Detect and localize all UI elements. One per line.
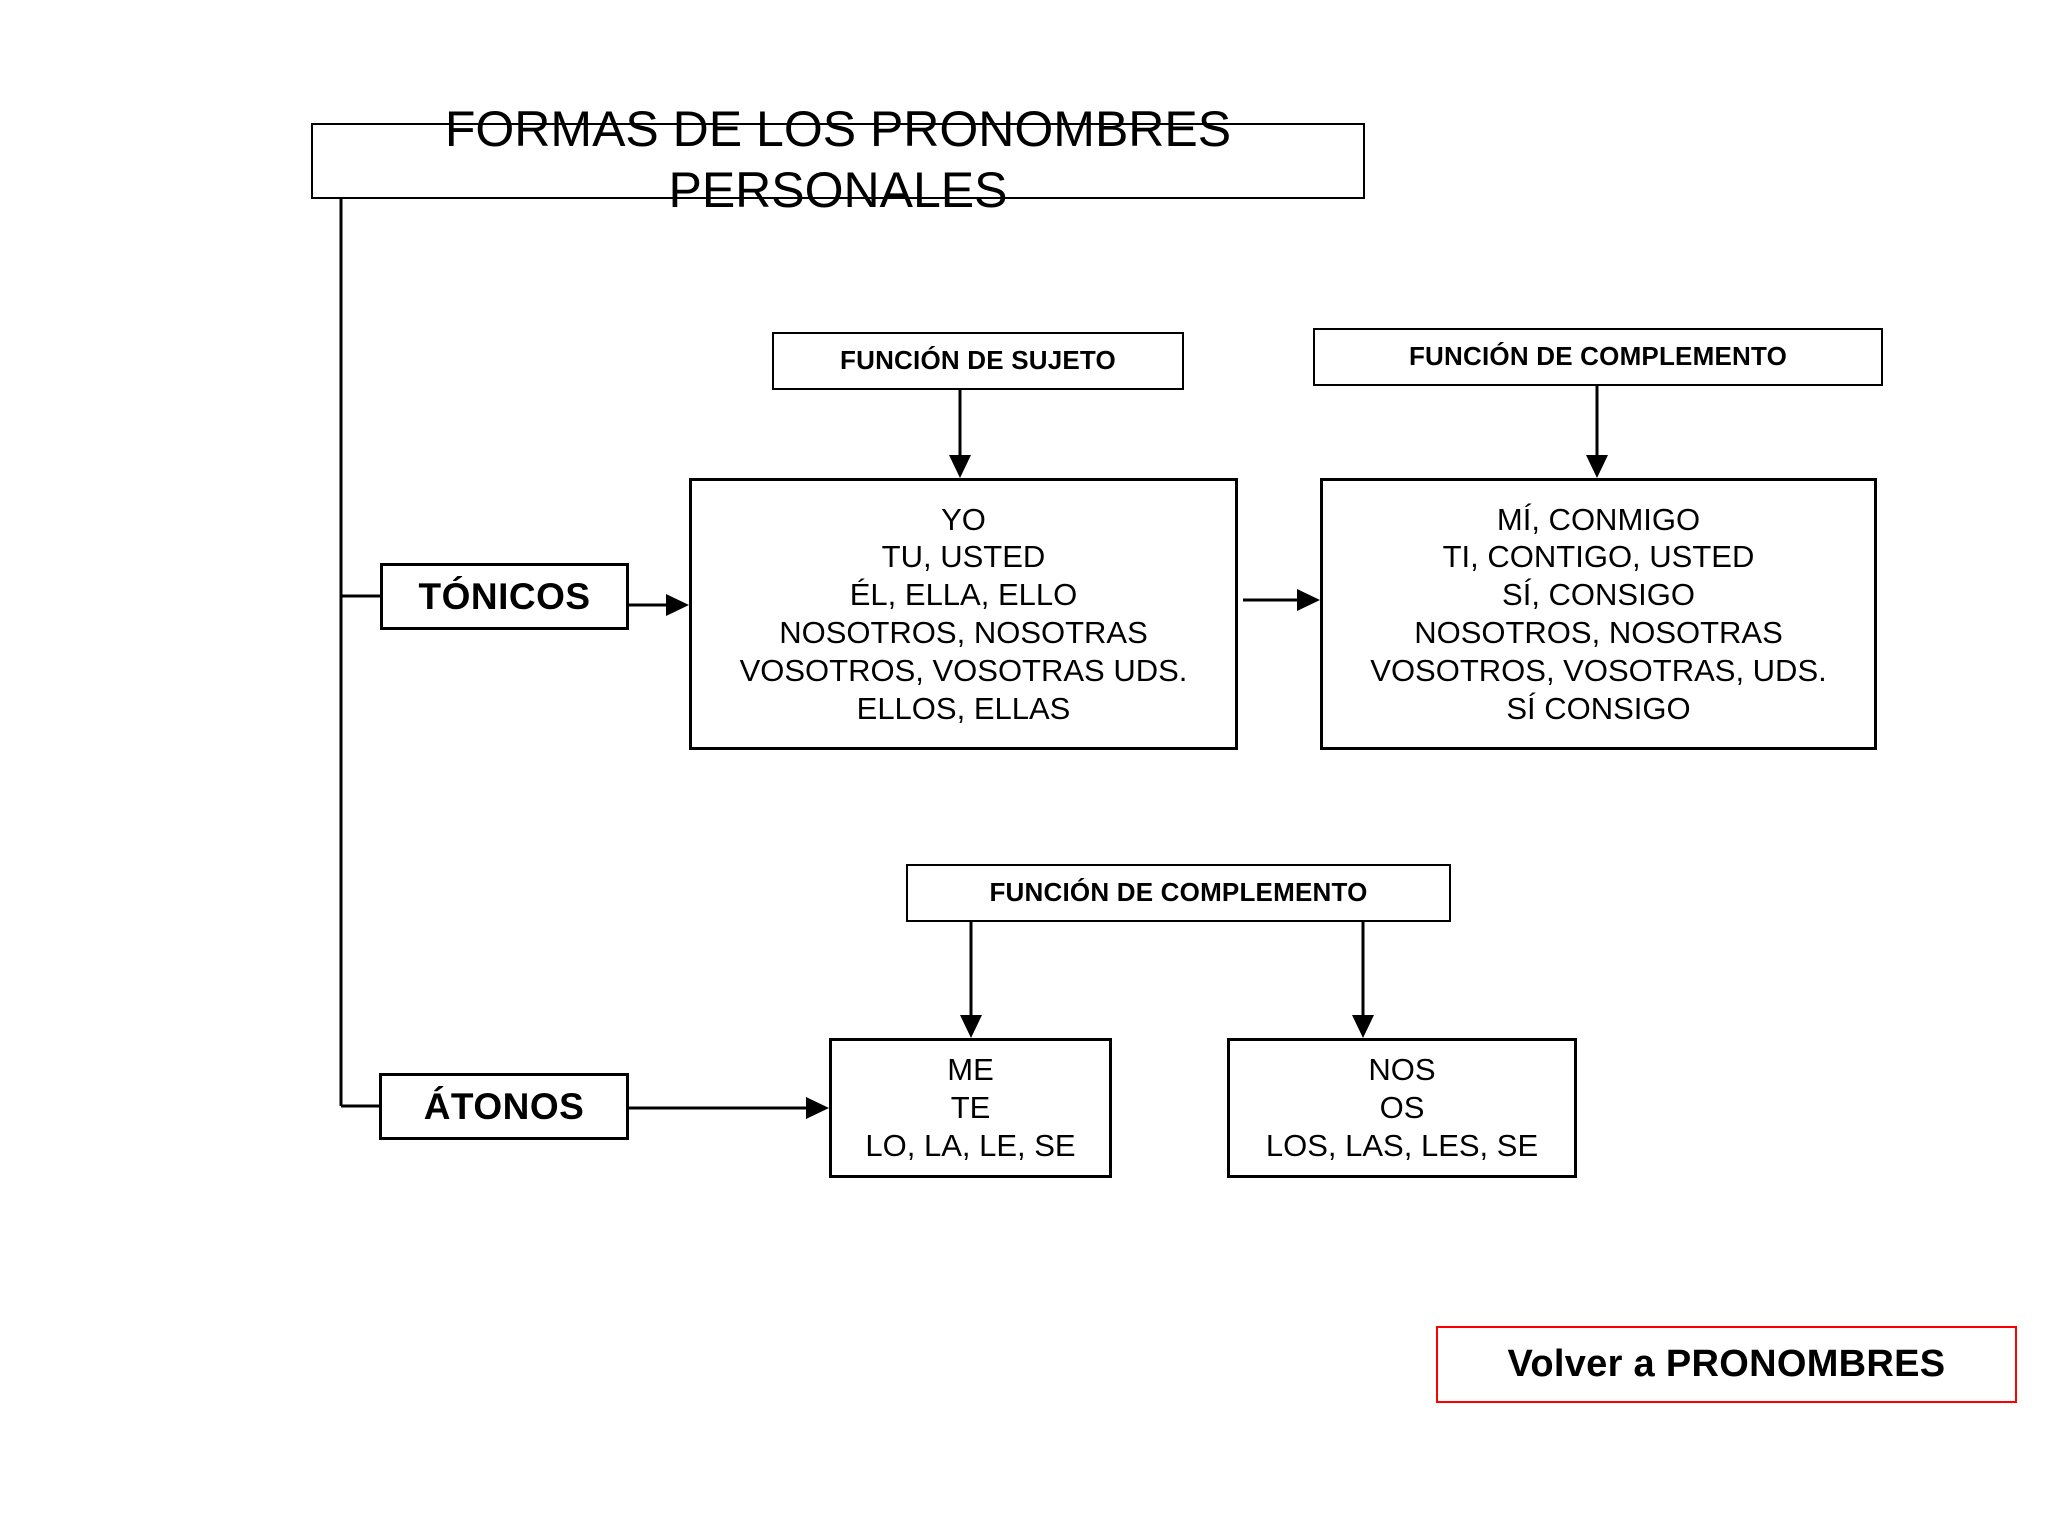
arrow-hdr-complemento-top-head bbox=[1586, 455, 1608, 478]
arrow-hdr-sujeto-head bbox=[949, 455, 971, 478]
arrow-atonos-to-list-head bbox=[806, 1097, 829, 1119]
header-funcion-de-complemento-atonos: FUNCIÓN DE COMPLEMENTO bbox=[906, 864, 1451, 922]
volver-a-pronombres-button[interactable]: Volver a PRONOMBRES bbox=[1436, 1326, 2017, 1403]
list-tonicos-complemento: MÍ, CONMIGO TI, CONTIGO, USTED SÍ, CONSI… bbox=[1320, 478, 1877, 750]
category-atonos: ÁTONOS bbox=[379, 1073, 629, 1140]
arrow-complemento-bottom-left-head bbox=[960, 1015, 982, 1038]
header-funcion-de-sujeto: FUNCIÓN DE SUJETO bbox=[772, 332, 1184, 390]
arrow-complemento-bottom-right-head bbox=[1352, 1015, 1374, 1038]
category-tonicos: TÓNICOS bbox=[380, 563, 629, 630]
arrow-tonicos-to-sujeto-head bbox=[666, 594, 689, 616]
header-funcion-de-complemento-tonicos: FUNCIÓN DE COMPLEMENTO bbox=[1313, 328, 1883, 386]
list-atonos-singular: ME TE LO, LA, LE, SE bbox=[829, 1038, 1112, 1178]
list-tonicos-sujeto: YO TU, USTED ÉL, ELLA, ELLO NOSOTROS, NO… bbox=[689, 478, 1238, 750]
list-atonos-plural: NOS OS LOS, LAS, LES, SE bbox=[1227, 1038, 1577, 1178]
page-title: FORMAS DE LOS PRONOMBRES PERSONALES bbox=[311, 101, 1365, 218]
arrow-sujeto-to-complemento-head bbox=[1297, 589, 1320, 611]
